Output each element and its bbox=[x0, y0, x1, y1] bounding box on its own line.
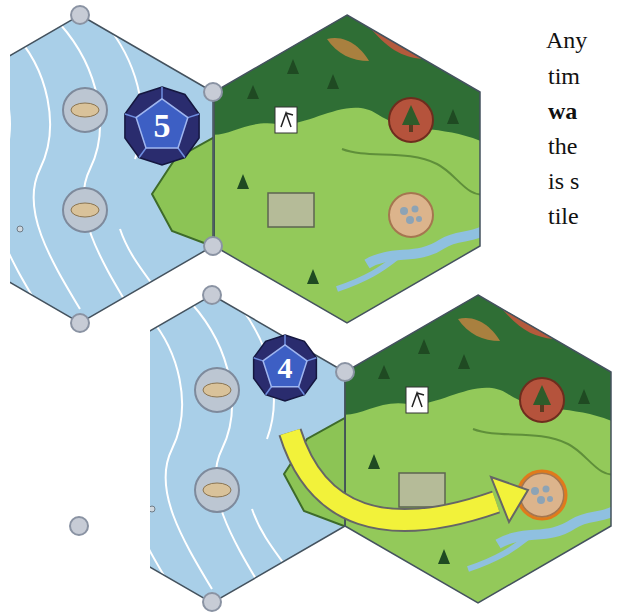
die: 4 bbox=[251, 334, 319, 402]
die: 5 bbox=[122, 86, 202, 166]
die-number: 4 bbox=[251, 334, 319, 402]
rule-text: wa bbox=[548, 97, 577, 125]
rule-text: tim bbox=[548, 62, 580, 90]
rule-text: tile bbox=[548, 202, 579, 230]
rule-text: Any bbox=[546, 26, 587, 54]
rule-text: is s bbox=[548, 167, 579, 195]
die-number: 5 bbox=[122, 86, 202, 166]
rule-text: the bbox=[548, 132, 577, 160]
